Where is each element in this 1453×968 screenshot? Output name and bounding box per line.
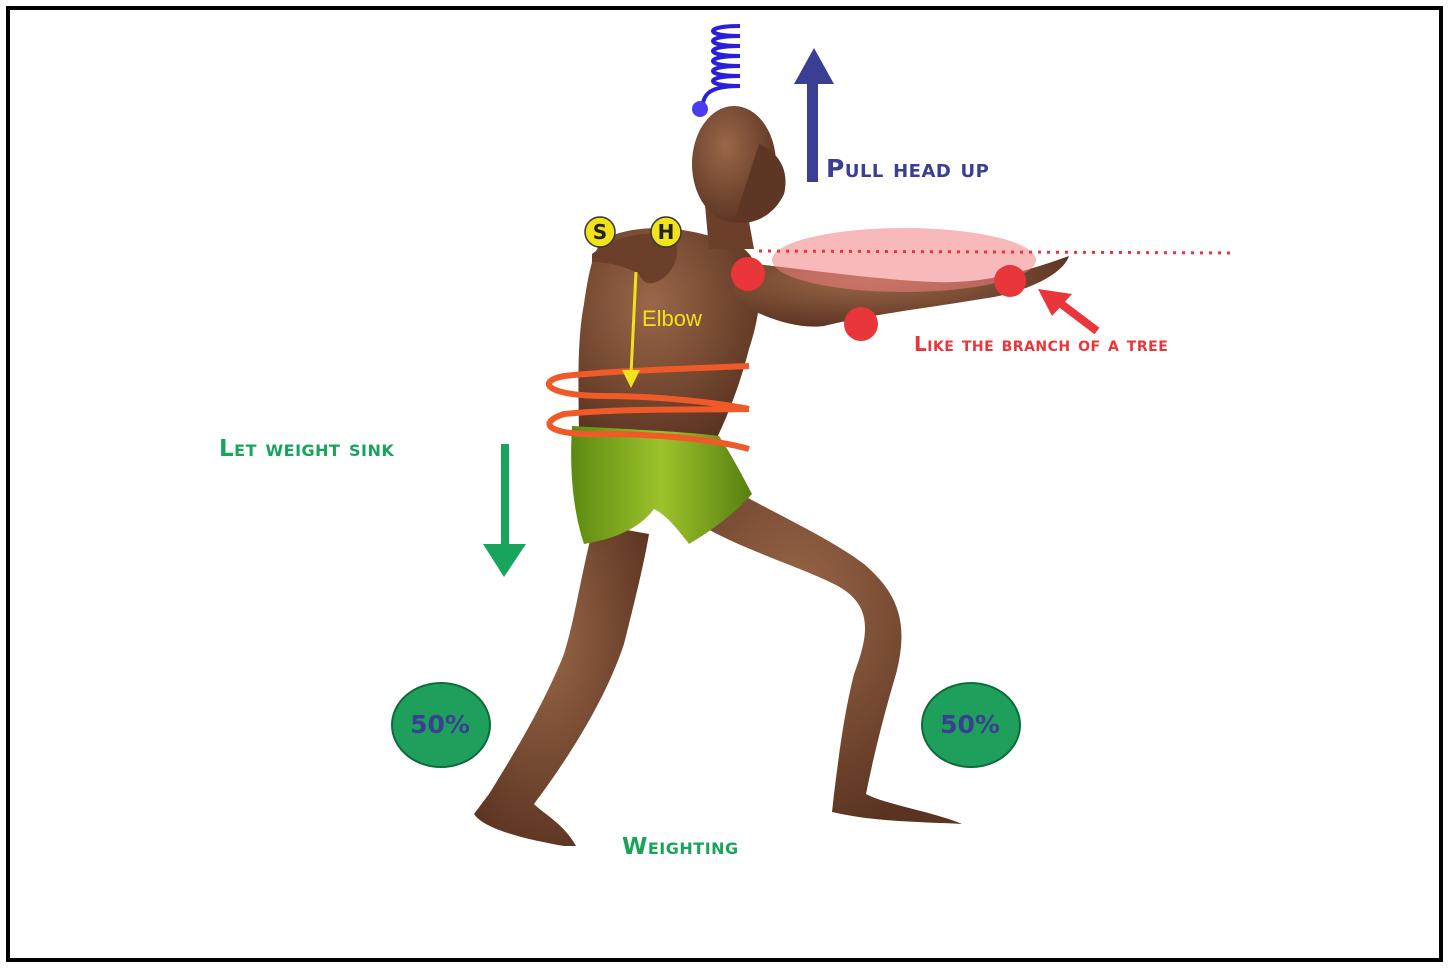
diagram-frame: Pull head up Like the branch of a tree L…: [6, 6, 1443, 962]
back-leg: [474, 524, 649, 846]
shoulder-joint-dot: [731, 257, 765, 291]
diagram-canvas: [10, 10, 1443, 962]
front-leg: [684, 484, 962, 824]
branch-arrow: [1038, 289, 1097, 331]
let-weight-sink-label: Let weight sink: [219, 436, 394, 462]
sink-arrow: [483, 444, 526, 577]
pull-head-up-label: Pull head up: [826, 154, 989, 183]
right-weight-percent: 50%: [922, 685, 1018, 765]
hip-badge-h: H: [651, 217, 681, 247]
elbow-joint-dot: [844, 307, 878, 341]
branch-label: Like the branch of a tree: [914, 332, 1168, 356]
spring-icon: [702, 26, 740, 108]
spring-anchor-dot: [692, 101, 708, 117]
elbow-label: Elbow: [642, 306, 702, 332]
left-weight-percent: 50%: [392, 685, 488, 765]
shoulder-badge-s: S: [585, 217, 615, 247]
wrist-joint-dot: [994, 265, 1026, 297]
weighting-label: Weighting: [622, 834, 739, 860]
